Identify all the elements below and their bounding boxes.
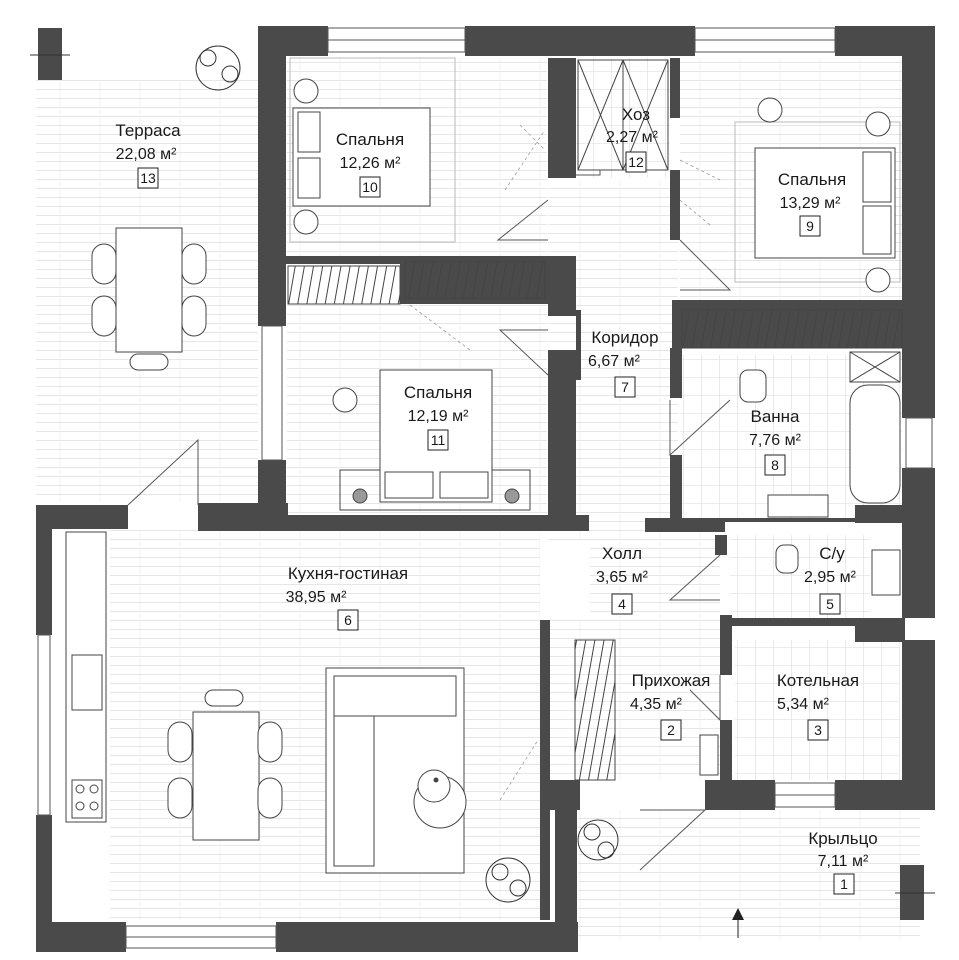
wall-left — [36, 505, 52, 635]
terrace-post — [38, 28, 62, 80]
porch-floor — [578, 810, 920, 940]
room-number: 1 — [840, 876, 848, 892]
room-label-8: Ванна 7,76 м² 8 — [749, 407, 802, 476]
room-name: Спальня — [778, 170, 846, 189]
room-number: 2 — [667, 722, 675, 738]
room-label-2: Прихожая 4,35 м² 2 — [630, 671, 711, 741]
room-label-10: Спальня 12,26 м² 10 — [336, 130, 404, 198]
room-name: Ванна — [750, 407, 800, 426]
room-label-7: Коридор 6,67 м² 7 — [588, 328, 659, 398]
room-name: Котельная — [777, 671, 859, 690]
room-number: 3 — [814, 722, 822, 738]
room-area: 6,67 м² — [588, 353, 641, 370]
room-number: 12 — [628, 154, 644, 170]
room-label-4: Холл 3,65 м² 4 — [596, 544, 649, 615]
room-name: С/у — [819, 544, 845, 563]
room-number: 8 — [771, 457, 779, 473]
room-area: 2,95 м² — [804, 569, 857, 586]
room-label-5: С/у 2,95 м² 5 — [804, 544, 857, 615]
room-name: Прихожая — [632, 671, 711, 690]
room-area: 12,19 м² — [408, 408, 469, 425]
room-name: Холл — [602, 544, 642, 563]
room-label-6: Кухня-гостиная 38,95 м² 6 — [286, 564, 408, 631]
room-number: 10 — [362, 179, 378, 195]
room-number: 13 — [140, 170, 156, 186]
room-name: Коридор — [591, 328, 658, 347]
room-name: Хоз — [622, 105, 650, 124]
windows — [37, 27, 933, 949]
wc-floor — [730, 535, 870, 620]
room-number: 11 — [431, 432, 446, 448]
room-area: 2,27 м² — [606, 129, 659, 146]
room-area: 13,29 м² — [780, 195, 841, 212]
entrance-arrow — [732, 908, 744, 920]
room-name: Спальня — [404, 383, 472, 402]
room-area: 5,34 м² — [777, 696, 830, 713]
room-number: 9 — [806, 218, 814, 234]
room-area: 22,08 м² — [116, 146, 177, 163]
room-name: Терраса — [115, 121, 181, 140]
room-label-9: Спальня 13,29 м² 9 — [778, 170, 846, 237]
room-area: 7,11 м² — [818, 853, 869, 870]
room-area: 7,76 м² — [749, 432, 802, 449]
room-number: 6 — [344, 612, 352, 628]
room-label-12: Хоз 2,27 м² 12 — [606, 105, 659, 173]
room-area: 12,26 м² — [340, 155, 401, 172]
room-label-1: Крыльцо 7,11 м² 1 — [808, 829, 878, 895]
room-name: Крыльцо — [808, 829, 877, 848]
plants — [195, 45, 619, 903]
boiler-floor — [735, 640, 900, 780]
wardrobes — [287, 261, 903, 781]
room-labels: Крыльцо 7,11 м² 1 Прихожая 4,35 м² 2 Котельн… — [115, 105, 878, 895]
room-label-13: Терраса 22,08 м² 13 — [115, 121, 181, 189]
room-number: 4 — [618, 596, 626, 612]
room-name: Спальня — [336, 130, 404, 149]
room-area: 38,95 м² — [286, 589, 347, 606]
wall-left-lower — [36, 815, 52, 950]
furniture — [65, 57, 901, 874]
room-number: 7 — [621, 379, 629, 395]
room-number: 5 — [826, 596, 834, 612]
walls — [36, 26, 935, 952]
doors — [127, 170, 732, 871]
chairs — [91, 243, 283, 819]
room-label-3: Котельная 5,34 м² 3 — [777, 671, 859, 741]
room-name: Кухня-гостиная — [288, 564, 408, 583]
room-area: 3,65 м² — [596, 569, 649, 586]
room-label-11: Спальня 12,19 м² 11 — [404, 383, 472, 451]
room-area: 4,35 м² — [630, 696, 683, 713]
